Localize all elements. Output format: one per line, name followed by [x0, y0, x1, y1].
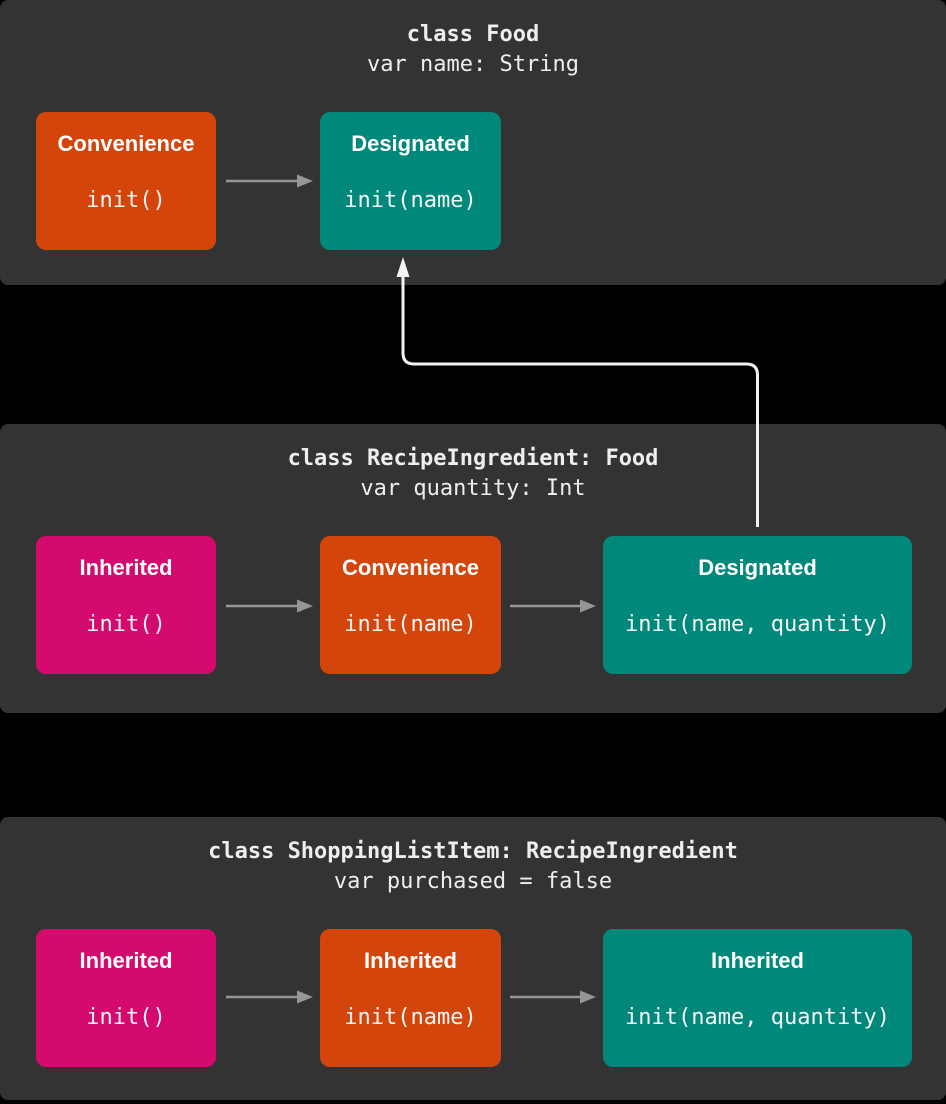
box-food-designated-init: Designated init(name) [320, 112, 501, 250]
panel-header-food: class Food var name: String [0, 20, 946, 80]
property-declaration: var quantity: Int [360, 476, 586, 501]
panel-class-shoppinglistitem: class ShoppingListItem: RecipeIngredient… [0, 817, 946, 1100]
box-code: init() [86, 1005, 166, 1030]
box-code: init() [86, 188, 166, 213]
property-declaration: var name: String [367, 52, 579, 77]
box-label: Inherited [364, 948, 457, 973]
box-shoppinglistitem-inherited-init-name: Inherited init(name) [320, 929, 501, 1067]
box-code: init(name) [344, 1005, 477, 1030]
box-label: Convenience [342, 555, 479, 580]
box-label: Inherited [79, 555, 173, 580]
box-code: init(name, quantity) [625, 612, 890, 637]
box-code: init(name) [344, 612, 477, 637]
box-recipeingredient-designated-init: Designated init(name, quantity) [603, 536, 912, 674]
panel-header-recipeingredient: class RecipeIngredient: Food var quantit… [0, 444, 946, 504]
box-label: Inherited [711, 948, 804, 973]
box-code: init(name, quantity) [625, 1005, 890, 1030]
box-label: Convenience [57, 131, 195, 156]
box-recipeingredient-inherited-init: Inherited init() [36, 536, 216, 674]
panel-header-shoppinglistitem: class ShoppingListItem: RecipeIngredient… [0, 837, 946, 897]
box-code: init(name) [344, 188, 477, 213]
box-label: Inherited [79, 948, 173, 973]
property-declaration: var purchased = false [333, 869, 613, 894]
box-label: Designated [698, 555, 817, 580]
box-recipeingredient-convenience-init: Convenience init(name) [320, 536, 501, 674]
class-declaration: class Food [406, 22, 540, 47]
box-shoppinglistitem-inherited-init-name-quantity: Inherited init(name, quantity) [603, 929, 912, 1067]
box-label: Designated [351, 131, 470, 156]
box-food-convenience-init: Convenience init() [36, 112, 216, 250]
class-declaration: class ShoppingListItem: RecipeIngredient [208, 839, 738, 864]
panel-class-recipeingredient: class RecipeIngredient: Food var quantit… [0, 424, 946, 713]
box-shoppinglistitem-inherited-init: Inherited init() [36, 929, 216, 1067]
class-declaration: class RecipeIngredient: Food [287, 446, 659, 471]
box-code: init() [86, 612, 166, 637]
panel-class-food: class Food var name: String Convenience … [0, 0, 946, 285]
